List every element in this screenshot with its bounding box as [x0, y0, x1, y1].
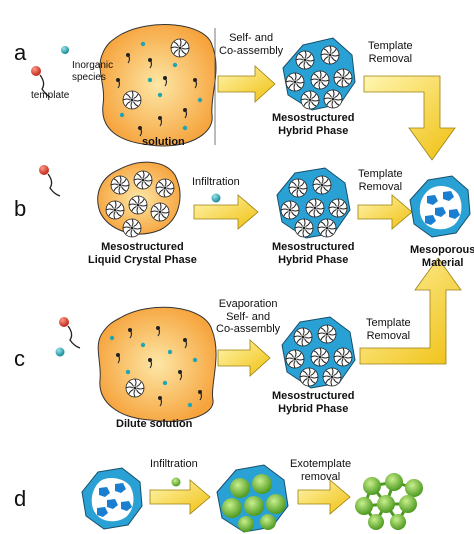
arrow-d1 — [149, 479, 211, 515]
arrow-b1-label: Infiltration — [192, 176, 240, 188]
arrow-a-removal — [363, 75, 456, 161]
hybrid-label-b: Mesostructured Hybrid Phase — [272, 241, 355, 266]
removal-label-c: Template Removal — [366, 317, 411, 342]
legend-inorganic-label: Inorganic species — [72, 60, 114, 83]
filled-host-d — [216, 464, 289, 533]
row-label-c: c — [14, 346, 25, 371]
template-head-icon — [39, 165, 49, 175]
template-icon-b — [39, 165, 61, 197]
template-head-icon — [59, 317, 69, 327]
template-tail-icon — [47, 173, 61, 197]
solution-label-a: solution — [142, 136, 185, 148]
arrow-c-removal — [359, 257, 462, 365]
removal-label-a: Template Removal — [368, 40, 413, 65]
row-label-a: a — [14, 40, 27, 65]
template-tail-icon — [39, 74, 51, 98]
arrow-d1-label: Infiltration — [150, 458, 198, 470]
legend-template-label: template — [31, 90, 70, 101]
green-precursor-icon — [171, 477, 181, 487]
arrow-d2-label: Exotemplate removal — [290, 458, 352, 483]
row-b — [39, 161, 471, 239]
arrow-b1 — [193, 194, 259, 230]
removal-label-b: Template Removal — [358, 168, 403, 193]
solution-label-c: Dilute solution — [116, 418, 193, 430]
hybrid-phase-a — [282, 37, 356, 111]
solution-contents-a — [115, 38, 203, 137]
mesoporous-material — [409, 175, 471, 238]
arrow-c1 — [217, 339, 271, 377]
arrow-b-removal — [357, 194, 413, 230]
row-c — [55, 257, 462, 422]
lc-phase-label: Mesostructured Liquid Crystal Phase — [88, 241, 197, 266]
inorganic-species-icon — [211, 193, 221, 203]
template-icon-c — [59, 317, 81, 349]
legend-template — [31, 66, 51, 98]
arrow-c1-label: Evaporation Self- and Co-assembly — [216, 298, 281, 336]
hybrid-label-a: Mesostructured Hybrid Phase — [272, 112, 355, 137]
legend-inorganic-species — [61, 46, 69, 54]
inorganic-species-icon — [55, 347, 65, 357]
template-head-icon — [31, 66, 41, 76]
hybrid-phase-b — [276, 167, 351, 239]
template-tail-icon — [67, 325, 81, 349]
hybrid-phase-c — [281, 316, 356, 389]
hybrid-label-c: Mesostructured Hybrid Phase — [272, 390, 355, 415]
inverse-replica-d — [355, 473, 423, 530]
solution-contents-c — [109, 325, 203, 408]
solution-blob-c — [97, 306, 217, 422]
arrow-a1-label: Self- and Co-assembly — [219, 32, 284, 57]
row-label-b: b — [14, 196, 27, 221]
arrow-a1 — [217, 65, 276, 103]
mesoporous-host-d — [81, 467, 143, 530]
solution-blob-a — [99, 24, 217, 147]
row-label-d: d — [14, 486, 27, 511]
row-d — [81, 464, 423, 533]
row-a — [31, 24, 456, 161]
mesoporous-label: Mesoporous Material — [410, 244, 474, 269]
liquid-crystal-phase — [97, 161, 181, 238]
arrow-d2 — [297, 479, 351, 515]
inorganic-species-icon — [61, 46, 69, 54]
